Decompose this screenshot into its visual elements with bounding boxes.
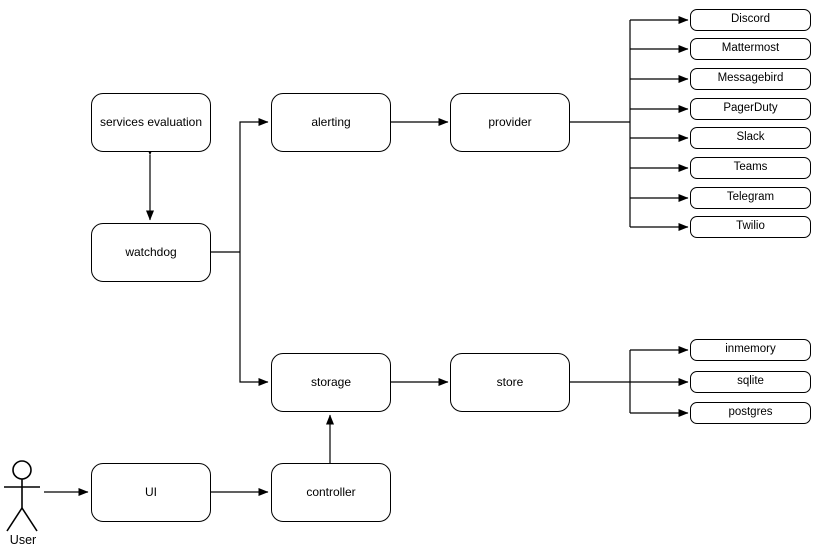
- node-label: watchdog: [125, 245, 177, 260]
- node-label: inmemory: [725, 343, 776, 356]
- node-label: services evaluation: [99, 115, 203, 130]
- node-provider-slack[interactable]: Slack: [690, 127, 811, 149]
- node-label: Slack: [736, 131, 765, 144]
- node-provider-mattermost[interactable]: Mattermost: [690, 38, 811, 60]
- actor-label: User: [9, 533, 37, 547]
- node-label: sqlite: [737, 375, 764, 388]
- node-provider-telegram[interactable]: Telegram: [690, 187, 811, 209]
- node-controller[interactable]: controller: [271, 463, 391, 522]
- node-alerting[interactable]: alerting: [271, 93, 391, 152]
- node-label: controller: [306, 485, 356, 500]
- node-label: Discord: [731, 13, 770, 26]
- node-label: Teams: [733, 161, 768, 174]
- edge-watchdog-storage: [239, 252, 269, 386]
- node-label: storage: [310, 375, 352, 390]
- node-label: provider: [488, 115, 532, 130]
- node-provider-twilio[interactable]: Twilio: [690, 216, 811, 238]
- edge-watchdog-alerting: [239, 118, 269, 252]
- node-watchdog[interactable]: watchdog: [91, 223, 211, 282]
- stick-figure-actor-icon: [4, 460, 40, 532]
- node-ui[interactable]: UI: [91, 463, 211, 522]
- node-provider-pagerduty[interactable]: PagerDuty: [690, 98, 811, 120]
- node-store-inmemory[interactable]: inmemory: [690, 339, 811, 361]
- node-provider-teams[interactable]: Teams: [690, 157, 811, 179]
- node-label: store: [496, 375, 524, 390]
- node-storage[interactable]: storage: [271, 353, 391, 412]
- node-provider[interactable]: provider: [450, 93, 570, 152]
- node-label: alerting: [311, 115, 351, 130]
- node-provider-messagebird[interactable]: Messagebird: [690, 68, 811, 90]
- node-store-postgres[interactable]: postgres: [690, 402, 811, 424]
- node-store-sqlite[interactable]: sqlite: [690, 371, 811, 393]
- node-label: UI: [145, 485, 157, 500]
- node-label: Twilio: [736, 220, 765, 233]
- node-label: Messagebird: [717, 72, 784, 85]
- node-label: Telegram: [726, 191, 775, 204]
- node-label: postgres: [728, 406, 773, 419]
- node-label: Mattermost: [721, 42, 780, 55]
- node-services-evaluation[interactable]: services evaluation: [91, 93, 211, 152]
- node-label: PagerDuty: [723, 102, 778, 115]
- node-store[interactable]: store: [450, 353, 570, 412]
- node-provider-discord[interactable]: Discord: [690, 9, 811, 31]
